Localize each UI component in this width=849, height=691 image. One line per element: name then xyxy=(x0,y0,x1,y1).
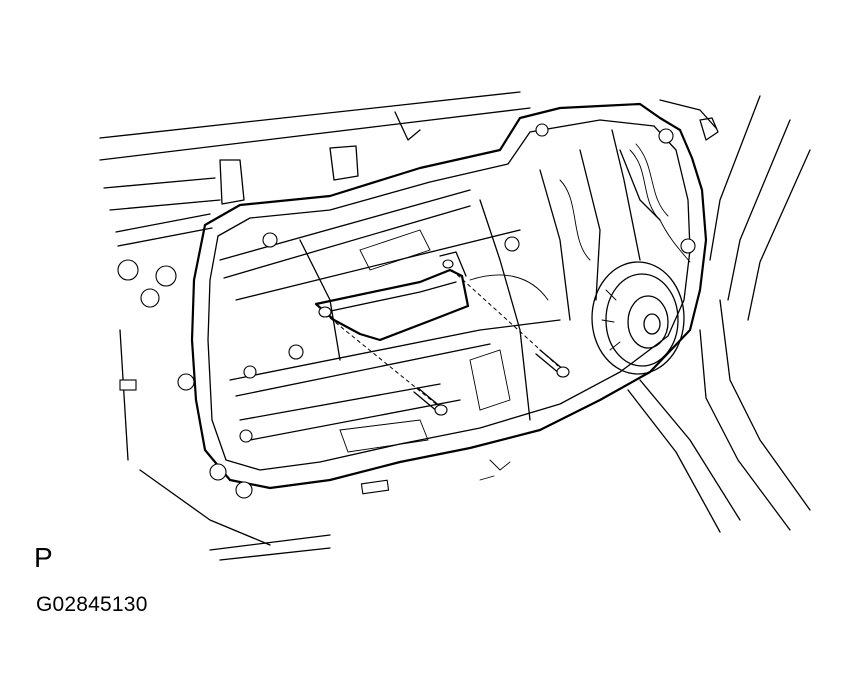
figure-id: G02845130 xyxy=(36,593,148,616)
window-frame-lines xyxy=(99,91,717,247)
bolt-right xyxy=(451,269,570,378)
view-label: P xyxy=(34,542,53,573)
mounting-holes xyxy=(117,117,719,499)
inner-door-panel xyxy=(190,102,708,490)
door-sill xyxy=(119,329,331,561)
internal-structure xyxy=(219,129,661,453)
ecu-bracket xyxy=(314,251,470,342)
bolt-left xyxy=(329,317,448,416)
door-pillar xyxy=(627,95,811,533)
wiring-detail xyxy=(479,143,691,481)
door-speaker xyxy=(591,261,685,375)
